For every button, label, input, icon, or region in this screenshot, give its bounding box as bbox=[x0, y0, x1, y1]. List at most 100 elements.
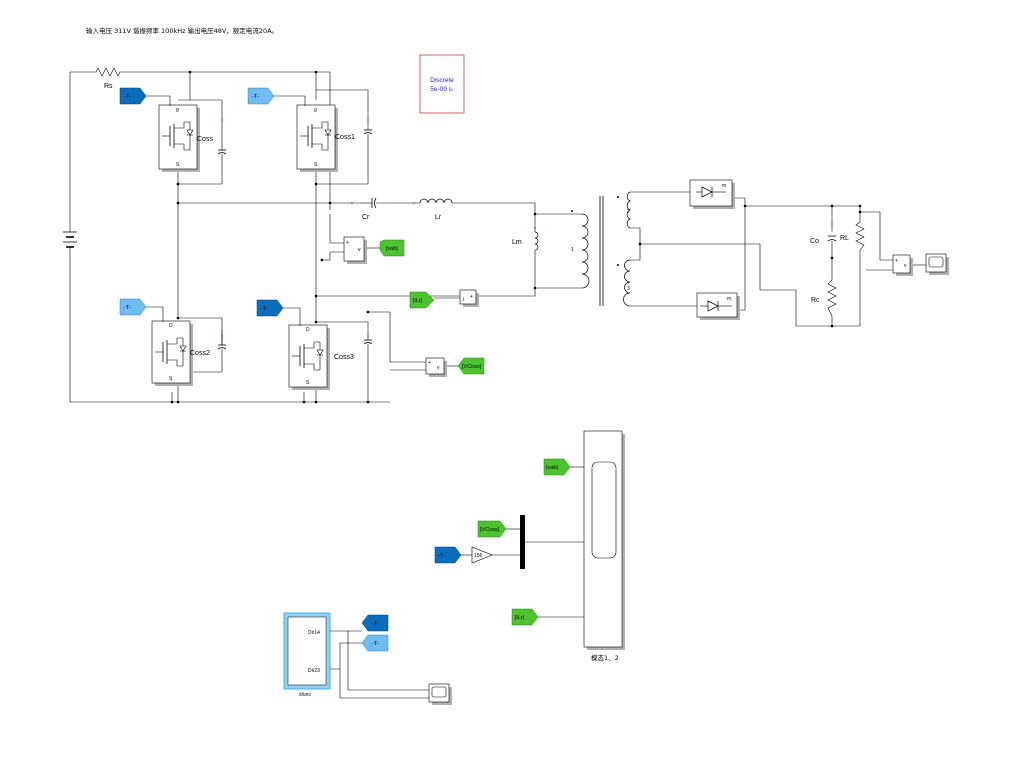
diode-m-label: m bbox=[727, 296, 731, 302]
sfunc-out1-label: Dri14 bbox=[308, 630, 320, 636]
i-label: i bbox=[463, 297, 464, 303]
v-label: v bbox=[437, 365, 440, 371]
from-tag-t-4[interactable]: -T- bbox=[256, 299, 301, 326]
powergui-mode: Discrete bbox=[430, 77, 454, 84]
scope-main-label: 模态1、2 bbox=[591, 653, 619, 662]
mosfet-s3[interactable]: D S bbox=[151, 320, 193, 386]
mosfet-gate-label: g bbox=[314, 107, 317, 113]
gain-block[interactable]: 156 bbox=[471, 546, 520, 564]
voltage-measurement-vab[interactable]: + v bbox=[343, 236, 367, 264]
capacitor-coss1[interactable] bbox=[363, 112, 373, 140]
diode-d2[interactable]: m bbox=[696, 292, 740, 320]
wire bbox=[630, 227, 648, 245]
sfunc-out2-label: Dri23 bbox=[308, 668, 320, 674]
wire bbox=[347, 631, 429, 691]
goto-tag-ilr[interactable]: [iLr] bbox=[409, 291, 435, 309]
sfunc-block[interactable]: Dri14 Dri23 sfunc bbox=[283, 612, 331, 698]
capacitor-coss3[interactable] bbox=[363, 335, 373, 350]
winding-1-label: 1 bbox=[571, 247, 574, 253]
wire bbox=[630, 244, 641, 261]
tag-text: -T- bbox=[372, 621, 379, 627]
tag-text: [iLr] bbox=[413, 298, 423, 304]
gain-value: 156 bbox=[474, 553, 483, 559]
mosfet-source-label: S bbox=[314, 162, 318, 168]
v-label: v bbox=[358, 247, 361, 253]
inductor-lr[interactable]: Lr bbox=[413, 198, 453, 221]
wire bbox=[330, 642, 362, 670]
capacitor-cr[interactable]: Cr bbox=[351, 197, 377, 221]
wire bbox=[476, 250, 536, 297]
scope-output[interactable] bbox=[925, 253, 949, 275]
model-description: 输入电压 311V 谐振频率 100kHz 输出电压48V，额定电流20A。 bbox=[86, 26, 278, 35]
wire bbox=[452, 202, 536, 232]
scope-sfunc[interactable] bbox=[428, 683, 452, 705]
wire bbox=[339, 669, 429, 699]
from-tag-t-2[interactable]: -T- bbox=[247, 87, 306, 106]
dc-voltage-source[interactable] bbox=[63, 231, 77, 250]
tag-text: -T- bbox=[438, 553, 445, 559]
plus-label: + bbox=[346, 240, 349, 246]
mosfet-s4[interactable]: D S bbox=[288, 324, 330, 390]
wire bbox=[879, 212, 893, 261]
mosfet-source-label: S bbox=[176, 162, 180, 168]
tag-text: -T- bbox=[124, 94, 131, 100]
resistor-rl[interactable]: RL bbox=[840, 221, 865, 251]
powergui-sample-time: 5e-09 s. bbox=[430, 86, 454, 93]
powergui-block[interactable]: Discrete 5e-09 s. bbox=[419, 54, 465, 114]
from-tag-t-1[interactable]: -T- bbox=[119, 87, 171, 106]
goto-tag-vab[interactable]: [vab] bbox=[379, 239, 405, 257]
capacitor-coss2[interactable] bbox=[217, 330, 227, 360]
mux-block[interactable] bbox=[520, 515, 584, 569]
capacitor-co[interactable]: Co bbox=[810, 223, 837, 246]
sfunc-name: sfunc bbox=[299, 692, 311, 698]
wire bbox=[737, 206, 746, 311]
winding-3-label: 3 bbox=[627, 286, 630, 292]
from-tag-t-gain[interactable]: -T- bbox=[434, 546, 472, 564]
junction-dots bbox=[170, 70, 862, 404]
mosfet-s1[interactable]: g S bbox=[158, 104, 200, 172]
coss2-label: Coss2 bbox=[190, 350, 210, 357]
tag-text: [vab] bbox=[386, 246, 398, 252]
cr-label: Cr bbox=[362, 214, 370, 221]
coss-label: Coss bbox=[197, 136, 213, 143]
mosfet-source-label: S bbox=[169, 376, 173, 382]
tag-text: [vab] bbox=[546, 465, 558, 471]
wire bbox=[69, 250, 390, 403]
goto-tag-vcoss[interactable]: [VCoss] bbox=[457, 357, 485, 375]
capacitor-coss[interactable] bbox=[217, 110, 227, 160]
tag-text: [VCoss] bbox=[462, 364, 482, 370]
plus-label: + bbox=[895, 258, 898, 264]
rl-label: RL bbox=[840, 235, 849, 242]
co-label: Co bbox=[810, 238, 819, 245]
voltage-measurement-vcoss[interactable]: + v bbox=[425, 357, 447, 377]
scope-main[interactable]: 模态1、2 bbox=[583, 430, 625, 662]
resistor-rs[interactable]: Rs bbox=[90, 67, 124, 90]
from-tag-t-3[interactable]: -T- bbox=[119, 298, 164, 322]
mosfet-gate-label: g bbox=[176, 107, 179, 113]
diode-d1[interactable]: m bbox=[689, 179, 735, 209]
resistor-rc[interactable]: Rc bbox=[811, 279, 837, 317]
from-tag-ilr[interactable]: [iLr] bbox=[511, 608, 584, 626]
lr-label: Lr bbox=[435, 214, 442, 221]
tag-text: -T- bbox=[261, 306, 268, 312]
from-tag-vab[interactable]: [vab] bbox=[543, 458, 584, 476]
wire bbox=[329, 214, 344, 244]
mosfet-s2[interactable]: g S bbox=[296, 104, 338, 172]
rc-label: Rc bbox=[811, 297, 820, 304]
v-label: v bbox=[904, 263, 907, 269]
goto-tag-t-2[interactable]: -T- bbox=[361, 634, 389, 652]
goto-tag-t-1[interactable]: -T- bbox=[361, 614, 389, 632]
current-measurement-ilr[interactable]: + i bbox=[459, 289, 479, 307]
coss1-label: Coss1 bbox=[335, 134, 355, 141]
wire bbox=[178, 160, 223, 185]
inductor-lm[interactable]: Lm bbox=[512, 227, 539, 251]
from-tag-vcoss[interactable]: [VCoss] bbox=[477, 520, 520, 538]
wire bbox=[735, 197, 860, 207]
voltage-measurement-out[interactable]: + v bbox=[892, 254, 913, 276]
tag-text: -T- bbox=[252, 94, 259, 100]
transformer[interactable]: 1 2 3 bbox=[571, 191, 631, 307]
wire bbox=[368, 311, 426, 363]
wire bbox=[316, 140, 369, 185]
tag-text: [VCoss] bbox=[480, 527, 500, 533]
mosfet-drain-label: D bbox=[169, 323, 173, 329]
